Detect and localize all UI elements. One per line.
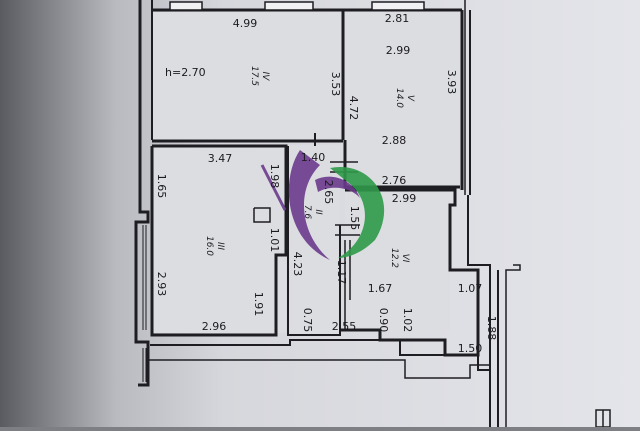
ceiling-height: h=2.70 (165, 66, 206, 79)
room-label-vi: VI 12.2 (389, 248, 410, 268)
dim-1-65: 1.65 (155, 174, 168, 199)
dim-2-81: 2.81 (385, 12, 410, 25)
room-label-ii: II 7.6 (302, 205, 323, 220)
dim-4-72: 4.72 (347, 96, 360, 121)
dim-4-23: 4.23 (291, 252, 304, 277)
dim-0-90: 0.90 (377, 308, 390, 333)
room-area: 12.2 (389, 248, 399, 268)
horizontal-dimensions: 4.99 2.81 2.99 2.88 1.40 3.47 2.76 2.99 … (202, 12, 483, 355)
dim-1-07: 1.07 (458, 282, 483, 295)
dim-0-75: 0.75 (301, 308, 314, 333)
dim-3-93: 3.93 (445, 70, 458, 95)
dim-2-99-top: 2.99 (386, 44, 411, 57)
room-area: 17.5 (249, 66, 259, 86)
room-label-iv: IV 17.5 (249, 66, 270, 86)
vertical-dimensions: 3.53 3.93 4.72 1.98 2.65 1.65 1.55 1.01 … (155, 70, 498, 341)
room-number: VI (400, 254, 410, 263)
dim-2-65: 2.65 (322, 180, 335, 205)
room-number: V (405, 95, 415, 102)
dim-1-01: 1.01 (268, 228, 281, 253)
dim-2-55: 2.55 (332, 320, 357, 333)
dim-2-88: 2.88 (382, 134, 407, 147)
dim-1-67: 1.67 (368, 282, 393, 295)
dim-1-02: 1.02 (401, 308, 414, 333)
room-number: II (313, 209, 323, 215)
dim-1-55: 1.55 (348, 206, 361, 231)
dim-1-88: 1.88 (485, 316, 498, 341)
walls (134, 0, 611, 428)
dim-1-98: 1.98 (268, 164, 281, 189)
logo-watermark (260, 150, 385, 260)
room-number: III (215, 242, 225, 250)
dim-3-47: 3.47 (208, 152, 233, 165)
room-area: 14.0 (394, 88, 404, 108)
room-area: 7.6 (302, 205, 312, 220)
room-label-v: V 14.0 (394, 88, 415, 108)
dim-2-96: 2.96 (202, 320, 227, 333)
room-fills (153, 12, 460, 335)
window-left (142, 225, 147, 382)
dim-2-99-mid: 2.99 (392, 192, 417, 205)
dim-1-91: 1.91 (252, 292, 265, 317)
dim-1-40: 1.40 (301, 151, 326, 164)
dim-3-53: 3.53 (329, 72, 342, 97)
dim-2-93: 2.93 (155, 272, 168, 297)
dim-4-99: 4.99 (233, 17, 258, 30)
room-number: IV (260, 72, 270, 82)
dim-2-76: 2.76 (382, 174, 407, 187)
dim-1-17: 1.17 (335, 260, 348, 285)
room-area: 16.0 (204, 236, 214, 256)
room-label-iii: III 16.0 (204, 236, 225, 256)
dim-1-50: 1.50 (458, 342, 483, 355)
